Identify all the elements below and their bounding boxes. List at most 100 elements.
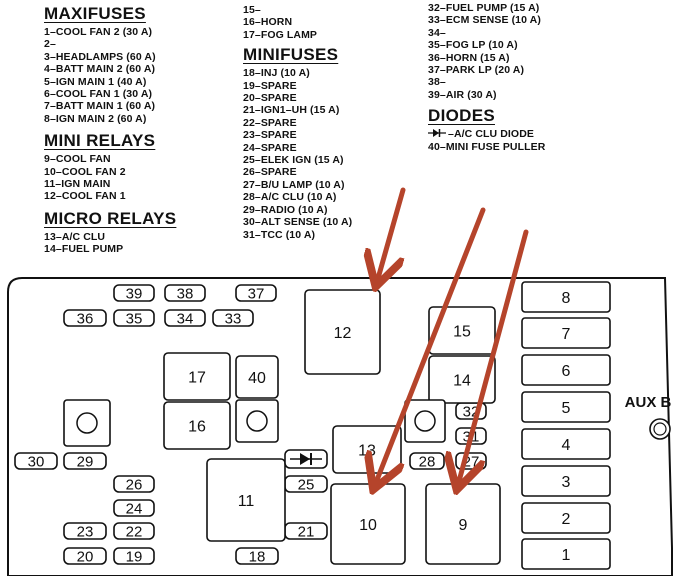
minifuse-29-outline [63,452,107,470]
legend-column-3-top: 32–FUEL PUMP (15 A) 33–ECM SENSE (10 A) … [428,2,545,101]
relay-11: 11 [206,458,286,542]
minifuse-34-outline [164,309,206,327]
fuse-number-label: 7 [562,326,571,343]
relay-15-outline [428,306,496,355]
legend-item: 6–COOL FAN 1 (30 A) [44,88,153,101]
relay-11-outline [206,458,286,542]
minifuse-18: 18 [235,547,279,565]
relay-12: 12 [304,289,381,375]
minifuse-24-outline [113,499,155,517]
fuse-number-label: 6 [562,363,571,380]
fuse-number-label: 25 [298,476,315,493]
legend-item: 24–SPARE [243,141,297,154]
minifuse-39-outline [113,284,155,302]
mounting-post-hole [246,410,268,432]
relay-9: 9 [425,483,501,565]
fuse-number-label: 38 [177,285,194,302]
maxifuse-8-outline [521,281,611,313]
fuse-number-label: 35 [126,310,143,327]
diode-socket [284,449,328,469]
legend-column-2: 15– 16–HORN 17–FOG LAMP MINIFUSES 18–INJ… [243,4,352,241]
fuse-number-label: 20 [77,548,94,565]
maxifuse-1-outline [521,538,611,570]
minifuse-38: 38 [164,284,206,302]
minifuse-30-outline [14,452,58,470]
legend-item: 27–B/U LAMP (10 A) [243,178,345,191]
legend-item: 8–IGN MAIN 2 (60 A) [44,112,147,125]
minifuse-19: 19 [113,547,155,565]
fuse-number-label: 24 [126,500,143,517]
maxifuse-7: 7 [521,317,611,349]
legend-item: 30–ALT SENSE (10 A) [243,216,353,229]
mini-relays-heading: MINI RELAYS [44,131,156,151]
legend-item: 38– [428,76,446,89]
diode-label: –A/C CLU DIODE [448,128,534,141]
maxifuse-5-outline [521,391,611,423]
legend-item: 1–COOL FAN 2 (30 A) [44,26,153,38]
legend-item: 39–AIR (30 A) [428,88,497,101]
legend-item: 26–SPARE [243,166,297,179]
legend-item: 40–MINI FUSE PULLER [428,140,546,153]
legend-item: 19–SPARE [243,79,297,92]
minifuse-26: 26 [113,475,155,493]
micro-relays-heading: MICRO RELAYS [44,208,177,228]
minifuse-35-outline [113,309,155,327]
minifuse-38-outline [164,284,206,302]
legend-item: 5–IGN MAIN 1 (40 A) [44,75,147,88]
minifuse-21: 21 [284,522,328,540]
diode-symbol-icon [300,453,310,465]
legend-item: 21–IGN1–UH (15 A) [243,104,340,117]
fuse-number-label: 26 [126,476,143,493]
legend-item: 18–INJ (10 A) [243,67,310,80]
fuse-number-label: 28 [419,453,436,470]
fuse-number-label: 18 [249,548,266,565]
fuse-number-label: 23 [77,523,94,540]
mounting-post [63,399,111,447]
fuse-number-label: 13 [358,442,376,459]
maxifuse-4: 4 [521,428,611,460]
red-arrow-3 [458,229,529,485]
minifuses-heading: MINIFUSES [243,45,339,65]
legend-item: 29–RADIO (10 A) [243,203,328,216]
fuse-number-label: 30 [28,453,45,470]
fuse-number-label: 29 [77,453,94,470]
fuse-number-label: 1 [562,547,571,564]
mini-relays-list: 9–COOL FAN 10–COOL FAN 2 11–IGN MAIN 12–… [44,153,176,203]
maxifuse-1: 1 [521,538,611,570]
maxifuse-2-outline [521,502,611,534]
relay-17-outline [163,352,231,401]
aux-b-inner-ring [653,422,667,436]
relay-16-outline [163,401,231,450]
aux-b-outer-ring [649,418,671,440]
fuse-number-label: 17 [188,369,206,386]
fuse-number-label: 19 [126,548,143,565]
legend-item: 35–FOG LP (10 A) [428,39,518,52]
legend-item: 36–HORN (15 A) [428,51,510,64]
maxifuse-4-outline [521,428,611,460]
legend-item: 4–BATT MAIN 2 (60 A) [44,63,156,76]
relay-14: 14 [428,355,496,404]
fuse-number-label: 39 [126,285,143,302]
fuse-number-label: 34 [177,310,194,327]
minifuse-34: 34 [164,309,206,327]
legend-column-2-top: 15– 16–HORN 17–FOG LAMP [243,4,352,41]
maxifuses-list: 1–COOL FAN 2 (30 A) 2– 3–HEADLAMPS (60 A… [44,26,176,125]
minifuse-19-outline [113,547,155,565]
minifuse-36: 36 [63,309,107,327]
legend-item: 16–HORN [243,16,293,29]
relay-16: 16 [163,401,231,450]
minifuse-33-outline [212,309,254,327]
maxifuse-7-outline [521,317,611,349]
mounting-post-hole [76,412,98,434]
legend-item: 34– [428,26,446,39]
fuse-number-label: 14 [453,372,471,389]
relay-10: 10 [330,483,406,565]
fuse-number-label: 9 [459,517,468,534]
minifuse-35: 35 [113,309,155,327]
diode-icon [428,129,446,138]
mounting-post [404,399,446,443]
fuse-number-label: 11 [238,493,255,510]
fuse-legend: MAXIFUSES 1–COOL FAN 2 (30 A) 2– 3–HEADL… [0,0,678,280]
minifuse-37-outline [235,284,277,302]
